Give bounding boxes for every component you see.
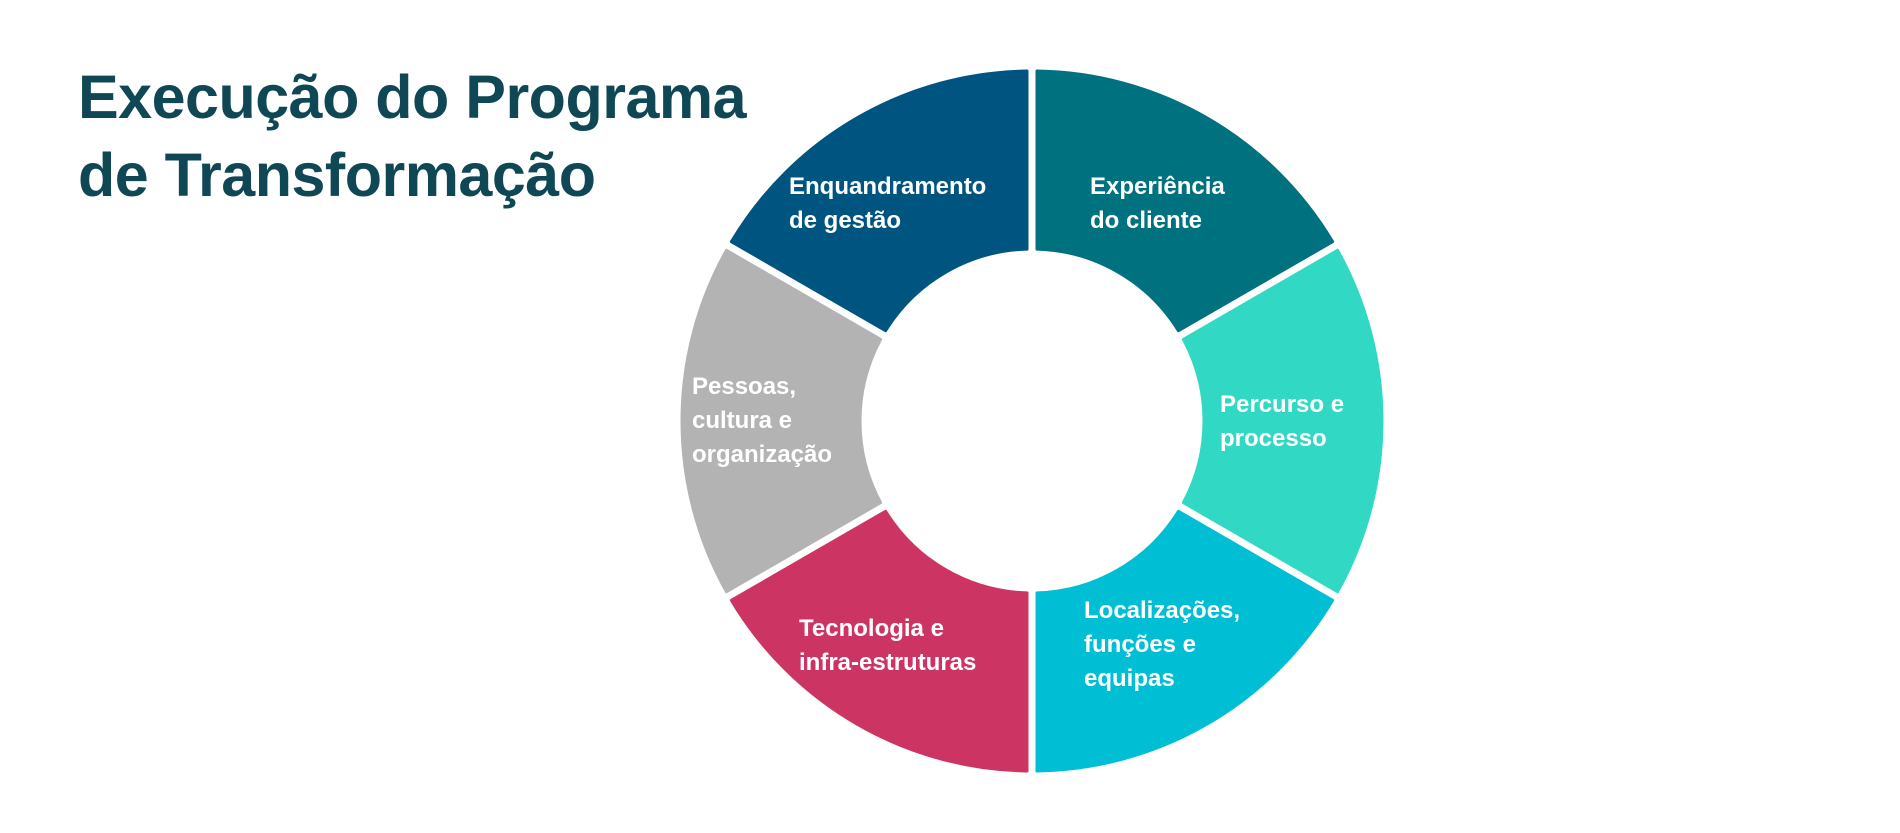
segment-localizacoes xyxy=(1035,509,1335,773)
segment-label-line: equipas xyxy=(1084,665,1175,692)
segment-label-enquadramento: Enquandramento de gestão xyxy=(789,173,986,234)
segment-label-line: de gestão xyxy=(789,207,901,234)
segment-label-line: Experiência xyxy=(1090,173,1225,200)
segment-label-line: funções e xyxy=(1084,631,1196,658)
segment-enquadramento xyxy=(729,69,1029,333)
segment-label-line: Tecnologia e xyxy=(799,615,944,642)
segment-label-localizacoes: Localizações, funções e equipas xyxy=(1084,597,1240,692)
diagram-title: Execução do Programa de Transformação xyxy=(78,58,798,214)
segment-label-percurso: Percurso e processo xyxy=(1220,391,1344,452)
segment-label-line: Localizações, xyxy=(1084,597,1240,624)
segment-tecnologia xyxy=(729,509,1029,773)
segment-label-line: Enquandramento xyxy=(789,173,986,200)
wheel-segments xyxy=(680,69,1384,773)
segment-label-line: infra-estruturas xyxy=(799,649,976,676)
title-line-2: de Transformação xyxy=(78,141,596,209)
segment-percurso xyxy=(1181,248,1384,594)
segment-label-pessoas: Pessoas, cultura e organização xyxy=(692,373,832,468)
segment-label-line: Percurso e xyxy=(1220,391,1344,418)
segment-label-line: cultura e xyxy=(692,407,792,434)
segment-label-line: do cliente xyxy=(1090,207,1202,234)
segment-label-tecnologia: Tecnologia e infra-estruturas xyxy=(799,615,976,676)
segment-label-line: Pessoas, xyxy=(692,373,796,400)
segment-label-line: processo xyxy=(1220,425,1327,452)
segment-label-experiencia: Experiência do cliente xyxy=(1090,173,1225,234)
segment-label-line: organização xyxy=(692,441,832,468)
segment-experiencia xyxy=(1035,69,1335,333)
title-line-1: Execução do Programa xyxy=(78,63,747,131)
segment-pessoas xyxy=(680,248,883,594)
